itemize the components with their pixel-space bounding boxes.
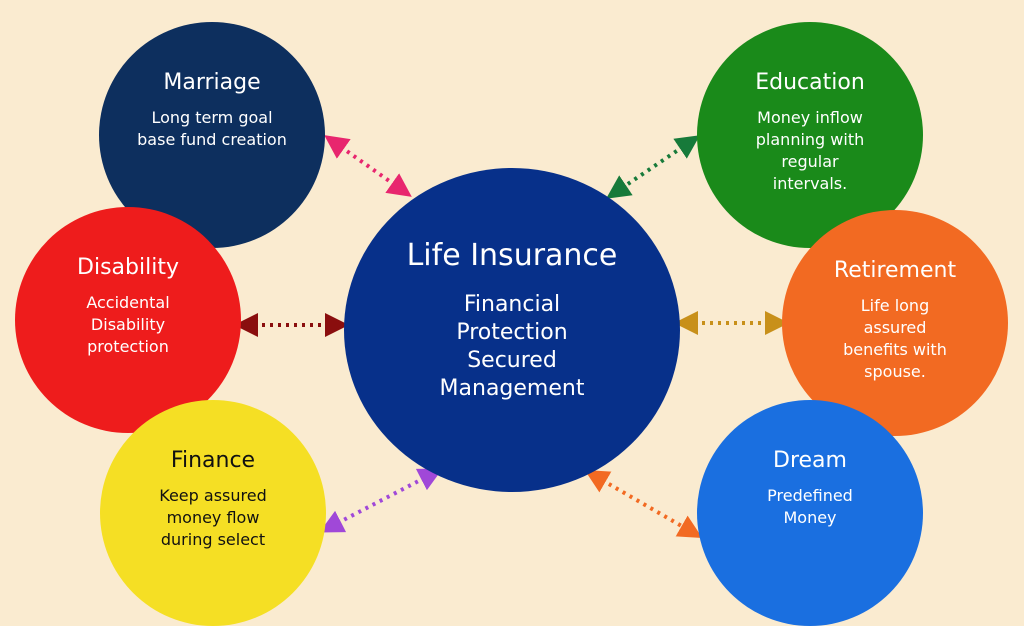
node-dream: Dream Predefined Money — [697, 400, 923, 626]
node-disability: Disability Accidental Disability protect… — [15, 207, 241, 433]
center-line: Secured — [467, 348, 557, 373]
node-desc: Keep assured money flow during select — [159, 486, 267, 549]
node-title: Retirement — [833, 258, 957, 283]
node-retirement: Retirement Life long assured benefits wi… — [782, 210, 1008, 436]
node-desc: Accidental Disability protection — [86, 293, 170, 356]
connector-arrows — [234, 135, 789, 538]
node-finance: Finance Keep assured money flow during s… — [100, 400, 326, 626]
node-desc: Predefined Money — [767, 486, 853, 527]
arrow-education — [606, 135, 700, 199]
center-line: Protection — [456, 320, 568, 345]
node-title: Marriage — [163, 70, 261, 95]
center-line: Financial — [463, 292, 561, 317]
node-desc: Life long assured benefits with spouse. — [843, 296, 947, 381]
node-title: Education — [755, 70, 865, 95]
node-desc: Long term goal base fund creation — [137, 108, 287, 149]
arrow-marriage — [324, 135, 412, 197]
center-line: Management — [439, 376, 585, 401]
arrow-finance — [319, 468, 443, 533]
node-title: Finance — [170, 448, 256, 473]
node-desc: Money inflow planning with regular inter… — [755, 108, 865, 193]
node-title: Dream — [773, 448, 847, 473]
arrow-dream — [584, 470, 703, 538]
center-circle: Life Insurance Financial Protection Secu… — [344, 168, 680, 492]
node-title: Disability — [77, 255, 179, 280]
center-title: Life Insurance — [406, 238, 618, 273]
